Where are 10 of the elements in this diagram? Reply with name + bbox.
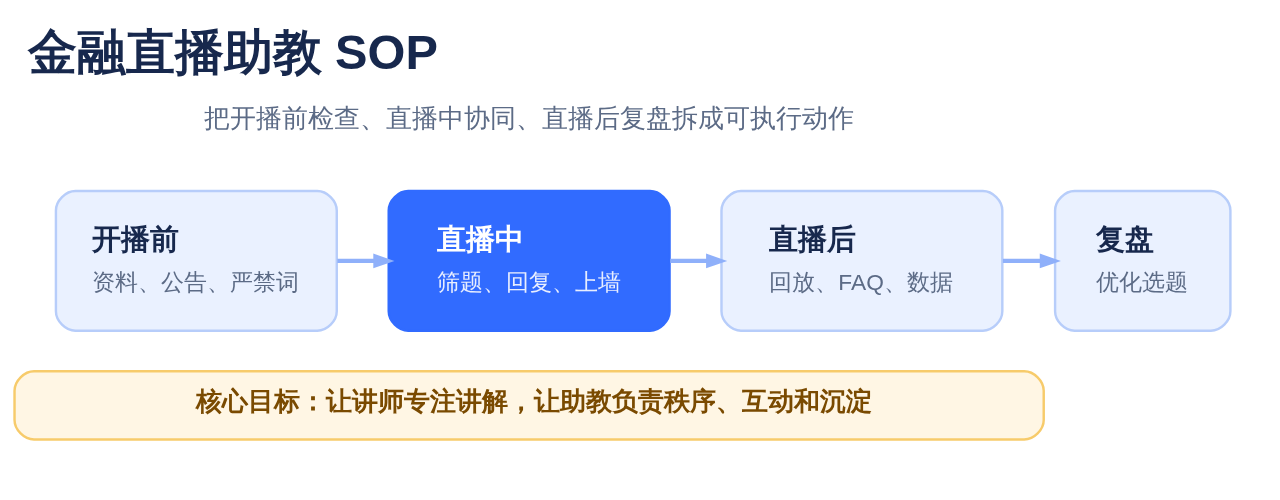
arrow <box>337 253 395 269</box>
arrow <box>1002 253 1061 269</box>
label: 把开播前检查、直播中协同、直播后复盘拆成可执行动作 <box>204 103 855 134</box>
node-box: 复盘 优化选题 <box>1053 189 1232 332</box>
node-box: 开播前 资料、公告、严禁词 <box>54 189 338 332</box>
node-box: 直播后 回放、FAQ、数据 <box>720 189 1004 332</box>
node-box: 核心目标：让讲师专注讲解，让助教负责秩序、互动和沉淀 <box>13 370 1045 441</box>
arrow <box>670 253 728 269</box>
node-box: 直播中 筛题、回复、上墙 <box>387 189 671 332</box>
diagram-title: 金融直播助教 SOP <box>27 25 438 80</box>
